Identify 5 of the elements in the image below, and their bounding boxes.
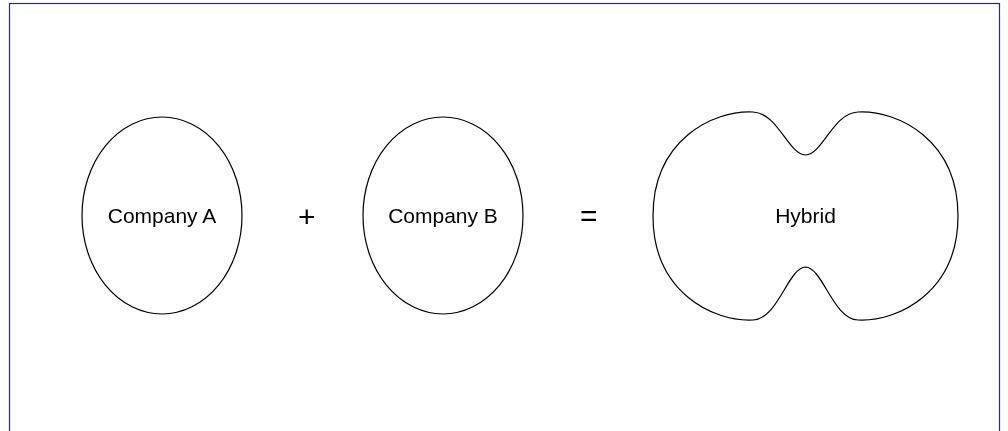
node-label: Company B (388, 203, 498, 228)
operator-sign: + (298, 202, 316, 232)
node-label: Company A (107, 203, 217, 228)
node-label: Hybrid (775, 204, 836, 228)
operator-sign: = (580, 201, 598, 231)
